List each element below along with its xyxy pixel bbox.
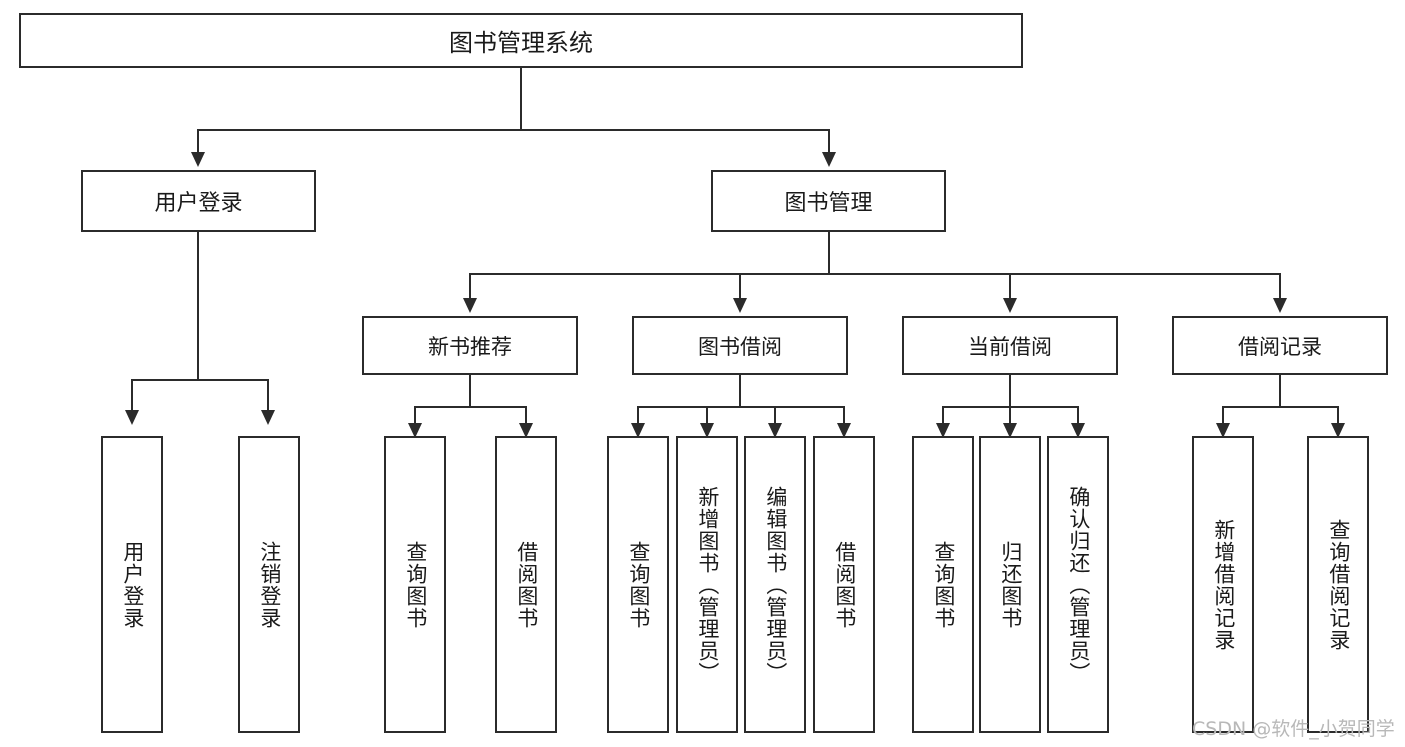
- node-label: 查询图书: [931, 540, 956, 629]
- arrowhead-query-book-2: [631, 423, 645, 438]
- connector-drop-query-book-1: [414, 406, 416, 428]
- node-label: 图书管理: [784, 191, 873, 216]
- connector-book-borrow-bar: [637, 406, 845, 408]
- leaf-return-book[interactable]: 归还图书: [979, 436, 1041, 733]
- arrowhead-new-book: [463, 298, 477, 313]
- connector-drop-edit-book: [774, 406, 776, 428]
- connector-level3-bar: [469, 273, 1281, 275]
- node-label: 归还图书: [998, 540, 1023, 629]
- connector-drop-add-record: [1222, 406, 1224, 428]
- node-book-borrow[interactable]: 图书借阅: [632, 316, 848, 375]
- leaf-add-borrow-record[interactable]: 新增借阅记录: [1192, 436, 1254, 733]
- connector-drop-user-login: [197, 129, 199, 154]
- connector-drop-borrow-record: [1279, 273, 1281, 301]
- arrowhead-add-book: [700, 423, 714, 438]
- node-label: 查询图书: [403, 540, 428, 629]
- arrowhead-book-management: [822, 152, 836, 167]
- arrowhead-add-record: [1216, 423, 1230, 438]
- leaf-logout[interactable]: 注销登录: [238, 436, 300, 733]
- connector-drop-book-management: [828, 129, 830, 154]
- arrowhead-confirm-return: [1071, 423, 1085, 438]
- arrowhead-borrow-book-1: [519, 423, 533, 438]
- leaf-edit-book-admin[interactable]: 编辑图书（管理员）: [744, 436, 806, 733]
- connector-new-book-bar: [414, 406, 527, 408]
- connector-drop-book-borrow: [739, 273, 741, 301]
- node-label: 注销登录: [257, 540, 282, 629]
- arrowhead-query-book-3: [936, 423, 950, 438]
- node-label: 图书借阅: [698, 334, 782, 359]
- connector-root-stem: [520, 68, 522, 130]
- connector-drop-leaf-user-login: [131, 379, 133, 412]
- node-label: 编辑图书（管理员）: [763, 485, 788, 684]
- connector-drop-leaf-logout: [267, 379, 269, 412]
- arrowhead-book-borrow: [733, 298, 747, 313]
- node-label: 借阅记录: [1238, 334, 1322, 359]
- connector-drop-confirm-return: [1077, 406, 1079, 428]
- arrowhead-borrow-record: [1273, 298, 1287, 313]
- connector-book-management-stem: [828, 232, 830, 274]
- connector-drop-current-borrow: [1009, 273, 1011, 301]
- connector-drop-query-record: [1337, 406, 1339, 428]
- connector-drop-query-book-3: [942, 406, 944, 428]
- arrowhead-leaf-user-login: [125, 410, 139, 425]
- watermark-text: CSDN @软件_小贺同学: [1192, 718, 1395, 740]
- connector-user-login-bar: [131, 379, 268, 381]
- node-label: 用户登录: [154, 191, 243, 216]
- connector-current-borrow-stem: [1009, 375, 1011, 408]
- arrowhead-user-login: [191, 152, 205, 167]
- node-label: 新增借阅记录: [1211, 518, 1236, 651]
- connector-drop-query-book-2: [637, 406, 639, 428]
- node-label: 新书推荐: [428, 334, 512, 359]
- arrowhead-query-book-1: [408, 423, 422, 438]
- arrowhead-query-record: [1331, 423, 1345, 438]
- node-borrow-record[interactable]: 借阅记录: [1172, 316, 1388, 375]
- leaf-add-book-admin[interactable]: 新增图书（管理员）: [676, 436, 738, 733]
- leaf-borrow-book[interactable]: 借阅图书: [813, 436, 875, 733]
- arrowhead-edit-book: [768, 423, 782, 438]
- connector-level2-bar: [197, 129, 830, 131]
- connector-drop-add-book: [706, 406, 708, 428]
- connector-drop-new-book: [469, 273, 471, 301]
- connector-book-borrow-stem: [739, 375, 741, 408]
- arrowhead-return-book: [1003, 423, 1017, 438]
- connector-drop-borrow-book-1: [525, 406, 527, 428]
- leaf-borrow-book-recommend[interactable]: 借阅图书: [495, 436, 557, 733]
- node-user-login[interactable]: 用户登录: [81, 170, 316, 232]
- arrowhead-leaf-logout: [261, 410, 275, 425]
- node-root-book-management-system[interactable]: 图书管理系统: [19, 13, 1023, 68]
- leaf-user-login[interactable]: 用户登录: [101, 436, 163, 733]
- leaf-query-book-borrow[interactable]: 查询图书: [607, 436, 669, 733]
- node-label: 借阅图书: [514, 540, 539, 629]
- leaf-query-book-current[interactable]: 查询图书: [912, 436, 974, 733]
- node-label: 新增图书（管理员）: [695, 485, 720, 684]
- connector-borrow-record-stem: [1279, 375, 1281, 408]
- connector-drop-return-book: [1009, 406, 1011, 428]
- node-label: 确认归还（管理员）: [1066, 485, 1091, 684]
- leaf-query-borrow-record[interactable]: 查询借阅记录: [1307, 436, 1369, 733]
- connector-user-login-stem: [197, 232, 199, 380]
- node-book-management[interactable]: 图书管理: [711, 170, 946, 232]
- node-label: 图书管理系统: [449, 29, 593, 57]
- node-label: 查询图书: [626, 540, 651, 629]
- arrowhead-current-borrow: [1003, 298, 1017, 313]
- node-current-borrow[interactable]: 当前借阅: [902, 316, 1118, 375]
- connector-drop-borrow-book-2: [843, 406, 845, 428]
- node-label: 用户登录: [120, 540, 145, 629]
- leaf-query-book-recommend[interactable]: 查询图书: [384, 436, 446, 733]
- connector-borrow-record-bar: [1222, 406, 1339, 408]
- node-label: 当前借阅: [968, 334, 1052, 359]
- node-label: 借阅图书: [832, 540, 857, 629]
- leaf-confirm-return-admin[interactable]: 确认归还（管理员）: [1047, 436, 1109, 733]
- arrowhead-borrow-book-2: [837, 423, 851, 438]
- connector-new-book-stem: [469, 375, 471, 408]
- node-new-book-recommend[interactable]: 新书推荐: [362, 316, 578, 375]
- node-label: 查询借阅记录: [1326, 518, 1351, 651]
